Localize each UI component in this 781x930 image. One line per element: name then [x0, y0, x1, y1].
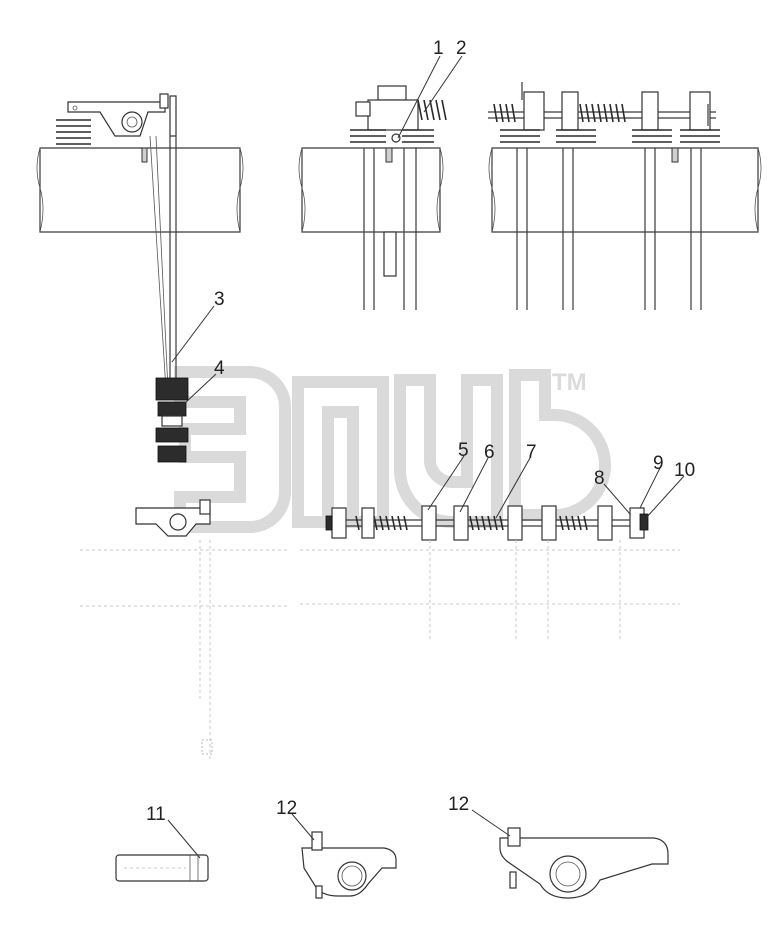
callout-10: 10 — [674, 460, 695, 481]
callout-2: 2 — [456, 38, 467, 59]
leader-lines — [167, 55, 685, 859]
callout-7: 7 — [526, 442, 537, 463]
part-12-rocker-small — [301, 831, 397, 899]
cylinder-head-middle — [298, 147, 444, 233]
callout-9: 9 — [653, 453, 664, 474]
callout-8: 8 — [594, 468, 605, 489]
part-11-shaft-end — [115, 854, 209, 882]
callout-4: 4 — [214, 358, 225, 379]
watermark-logo: TM — [174, 366, 611, 533]
callout-5: 5 — [458, 440, 469, 461]
callout-12-small: 12 — [276, 798, 297, 819]
callout-6: 6 — [484, 442, 495, 463]
callout-12-large: 12 — [448, 794, 469, 815]
callout-3: 3 — [214, 289, 225, 310]
left-rocker-view — [56, 93, 189, 463]
callout-1: 1 — [433, 38, 444, 59]
trademark-text: TM — [552, 369, 587, 396]
part-12-rocker-large — [499, 827, 669, 899]
cylinder-head-right — [488, 147, 762, 233]
right-rocker-view — [488, 82, 720, 310]
middle-rocker-view — [350, 85, 447, 310]
callout-11: 11 — [146, 804, 166, 825]
shaft-assembly-side-view — [80, 499, 680, 760]
cylinder-head-left — [36, 147, 244, 233]
